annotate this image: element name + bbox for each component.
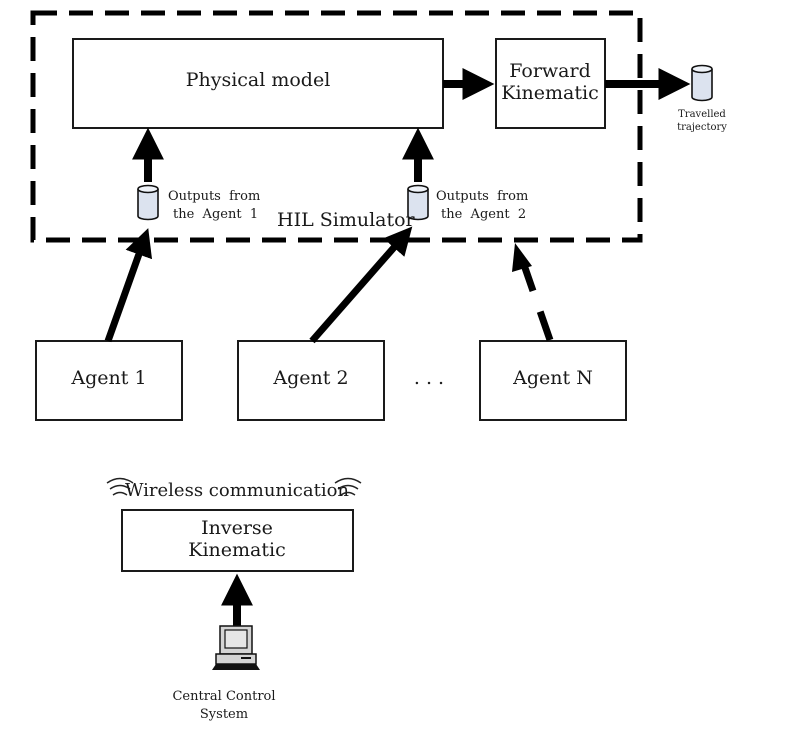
wifi-icon-right bbox=[334, 477, 362, 496]
travelled-trajectory-label-line2: trajectory bbox=[677, 122, 727, 133]
agents-ellipsis: . . . bbox=[414, 367, 444, 389]
agent2-outputs-label-line2: the Agent 2 bbox=[441, 207, 526, 222]
arrow-agentn-to-hil-dashed bbox=[519, 260, 554, 342]
travelled-trajectory-label-line1: Travelled bbox=[678, 109, 726, 120]
inverse-kinematic-label-line1: Inverse bbox=[201, 517, 273, 539]
central-control-label-line1: Central Control bbox=[172, 689, 275, 704]
agent-1-block: Agent 1 bbox=[35, 340, 183, 421]
agent2-outputs-label-line1: Outputs from bbox=[436, 189, 528, 204]
agent-1-label: Agent 1 bbox=[70, 367, 146, 389]
agent1-outputs-database-icon bbox=[137, 184, 159, 221]
arrow-agentn-head bbox=[512, 243, 532, 272]
agent1-outputs-label-line1: Outputs from bbox=[168, 189, 260, 204]
physical-model-block: Physical model bbox=[72, 38, 444, 129]
agent-n-block: Agent N bbox=[479, 340, 627, 421]
inverse-kinematic-label-line2: Kinematic bbox=[188, 539, 285, 561]
agent2-outputs-database-icon bbox=[407, 184, 429, 221]
forward-kinematic-label-line1: Forward bbox=[509, 60, 591, 82]
hil-simulator-label: HIL Simulator bbox=[277, 209, 416, 231]
forward-kinematic-label-line2: Kinematic bbox=[501, 82, 598, 104]
agent-n-label: Agent N bbox=[512, 367, 593, 389]
arrow-agent2-to-hil bbox=[309, 226, 413, 344]
travelled-trajectory-database-icon bbox=[691, 64, 713, 102]
arrow-agent1-to-hil bbox=[104, 228, 153, 343]
hil-simulator-container bbox=[30, 10, 643, 243]
agent-2-label: Agent 2 bbox=[272, 367, 348, 389]
inverse-kinematic-block: Inverse Kinematic bbox=[121, 509, 354, 572]
computer-icon bbox=[212, 625, 260, 670]
agent-2-block: Agent 2 bbox=[237, 340, 385, 421]
physical-model-label: Physical model bbox=[186, 69, 331, 91]
agent1-outputs-label-line2: the Agent 1 bbox=[173, 207, 258, 222]
forward-kinematic-block: Forward Kinematic bbox=[495, 38, 606, 129]
wireless-communication-label: Wireless communication bbox=[125, 480, 349, 501]
wifi-icon-left bbox=[106, 477, 134, 496]
central-control-label-line2: System bbox=[200, 707, 248, 722]
